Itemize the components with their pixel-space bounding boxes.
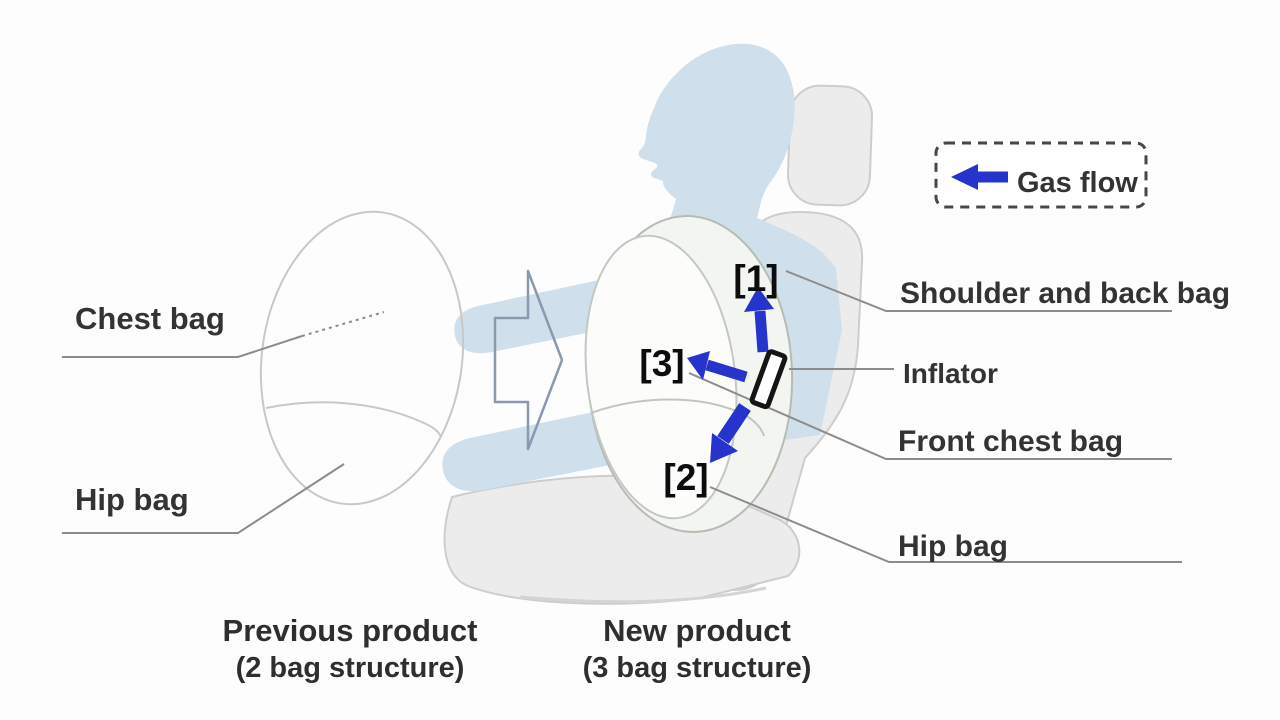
new-product-subcaption: (3 bag structure): [583, 652, 812, 684]
hip-bag-label-right: Hip bag: [898, 530, 1008, 563]
hip-bag-leader-line: [62, 463, 345, 534]
gas-flow-legend-box: [934, 141, 1148, 209]
new-airbag-divider: [590, 398, 765, 437]
gas-flow-arrow-up-icon: [744, 287, 774, 312]
shoulder-bag-leader-line: [785, 270, 1172, 312]
gas-flow-arrow-left-shaft: [705, 359, 748, 383]
hip-bag-label-left: Hip bag: [75, 482, 189, 517]
inflator-label: Inflator: [903, 358, 998, 389]
transform-arrow-outline: [493, 269, 564, 451]
new-product-caption: New product: [603, 613, 791, 648]
chest-bag-label: Chest bag: [75, 301, 225, 336]
occupant-thigh: [442, 408, 625, 492]
hip-bag-right-leader-line: [709, 486, 1182, 563]
previous-airbag-divider: [265, 401, 442, 438]
previous-product-caption: Previous product: [223, 613, 478, 648]
inflator: [749, 349, 788, 410]
gas-flow-arrow-down-shaft: [717, 403, 751, 444]
gas-flow-arrow-up-shaft: [754, 310, 769, 353]
gas-flow-legend-label: Gas flow: [1017, 167, 1138, 199]
chest-bag-leader-line: [62, 335, 303, 358]
front-chest-bag-label: Front chest bag: [898, 425, 1123, 458]
shoulder-and-back-bag-label: Shoulder and back bag: [900, 277, 1230, 310]
seat-base-edge: [519, 586, 767, 604]
gas-flow-arrow-icon: [951, 164, 978, 190]
seat-headrest: [786, 84, 874, 207]
marker-front-chest-bag: [3]: [639, 343, 684, 384]
chest-bag-leader-dotted: [301, 311, 385, 337]
gas-flow-arrow-down-icon: [710, 433, 738, 463]
gas-flow-arrow-left-icon: [687, 351, 710, 380]
previous-airbag-oval: [259, 210, 465, 506]
marker-hip-bag: [2]: [663, 457, 708, 498]
previous-product-subcaption: (2 bag structure): [236, 652, 465, 684]
marker-shoulder-back-bag: [1]: [733, 258, 778, 299]
